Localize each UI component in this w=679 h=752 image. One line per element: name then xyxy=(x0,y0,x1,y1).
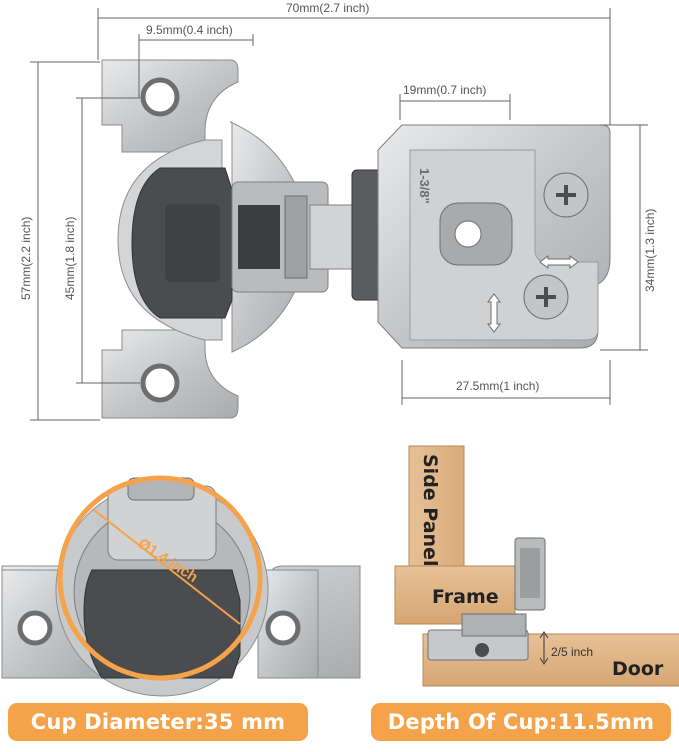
gap-label: 2/5 inch xyxy=(551,645,593,659)
hole-spacing-label: 45mm(1.8 inch) xyxy=(63,217,77,300)
plate-offset-label: 19mm(0.7 inch) xyxy=(403,83,486,97)
adjust-hole xyxy=(454,220,482,248)
frame-label: Frame xyxy=(432,586,499,608)
overall-width-label: 70mm(2.7 inch) xyxy=(286,1,369,15)
cup-diameter-badge: Cup Diameter:35 mm xyxy=(8,703,308,741)
side-panel-board xyxy=(408,445,465,567)
screw-hole-right xyxy=(265,610,301,646)
arm-width-label: 27.5mm(1 inch) xyxy=(456,379,539,393)
screw-hole-top xyxy=(140,77,180,117)
screw-hole-bottom xyxy=(140,363,180,403)
cup-depth-badge: Depth Of Cup:11.5mm xyxy=(371,703,671,741)
installation-view xyxy=(394,445,679,687)
hinge-top-view xyxy=(101,59,611,419)
door-label: Door xyxy=(612,658,664,680)
vertical-arrow-icon xyxy=(487,293,501,333)
screw-hole-left xyxy=(17,610,53,646)
plate-height-label: 57mm(2.2 inch) xyxy=(19,217,33,300)
dimension-lines xyxy=(30,8,648,421)
cup-dark-body xyxy=(83,569,241,679)
hinge-spring xyxy=(309,204,355,270)
arm-height-label: 34mm(1.3 inch) xyxy=(643,209,657,292)
hinge-link-dark xyxy=(238,205,280,269)
horizontal-arrow-icon xyxy=(539,255,579,269)
cup-diameter-line xyxy=(93,509,241,625)
side-panel-label: Side Panel xyxy=(419,454,441,566)
cup-insert-recess xyxy=(165,204,220,282)
cup-diameter-ring xyxy=(57,475,263,681)
cup-detail-view xyxy=(1,475,361,697)
hinge-pin xyxy=(284,195,308,279)
hole-offset-label: 9.5mm(0.4 inch) xyxy=(146,23,233,37)
arm-marking-text: 1-3/8" xyxy=(417,168,432,204)
